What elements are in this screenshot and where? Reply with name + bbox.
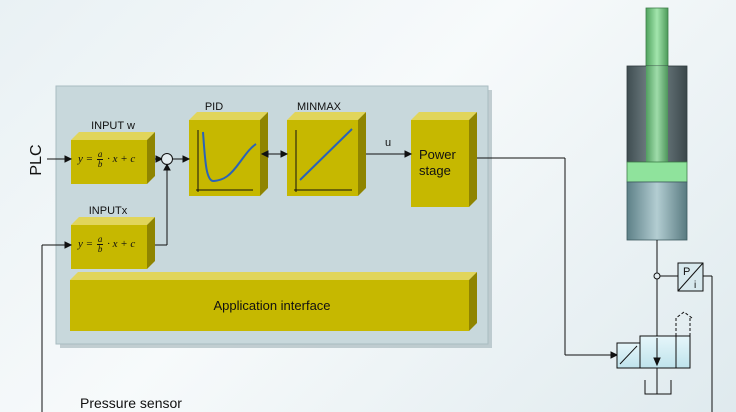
signal-lines <box>41 150 619 412</box>
application-interface-label: Application interface <box>213 298 330 313</box>
input-w-block <box>71 132 155 184</box>
hydraulic-lines <box>653 240 713 412</box>
pid-label: PID <box>205 101 223 113</box>
formula-lhs: y = <box>78 238 94 251</box>
input-w-formula: y = a b · x + c <box>78 150 135 169</box>
formula-lhs: y = <box>78 153 94 166</box>
line-junction <box>653 272 661 280</box>
minmax-block <box>287 112 366 196</box>
formula-fraction: a b <box>96 149 104 169</box>
u-label: u <box>385 137 391 149</box>
pid-response-curve <box>202 131 257 182</box>
transducer-p-label: P <box>683 266 690 278</box>
formula-numerator: a <box>96 234 104 245</box>
minmax-label: MINMAX <box>297 101 342 113</box>
formula-numerator: a <box>96 149 104 160</box>
transducer-i-label: i <box>694 280 696 291</box>
piston-band <box>626 161 688 183</box>
input-x-label: INPUTx <box>89 205 128 217</box>
application-interface-block <box>70 272 477 331</box>
formula-fraction: a b <box>96 234 104 254</box>
summing-junction <box>161 153 173 165</box>
formula-denominator: b <box>97 244 103 254</box>
pressure-transducer <box>677 262 704 292</box>
formula-denominator: b <box>97 159 103 169</box>
proportional-valve <box>616 311 693 395</box>
power-stage-block <box>411 112 477 207</box>
hydraulic-cylinder <box>626 7 688 241</box>
pid-block <box>189 112 268 196</box>
pressure-sensor-label: Pressure sensor <box>80 395 182 411</box>
formula-rhs: · x + c <box>107 153 136 166</box>
formula-rhs: · x + c <box>107 238 136 251</box>
input-w-label: INPUT w <box>91 120 135 132</box>
minmax-ramp-line <box>299 128 353 181</box>
input-x-formula: y = a b · x + c <box>78 235 135 254</box>
power-stage-label-line1: Power <box>419 147 457 162</box>
power-stage-label-line2: stage <box>419 163 451 178</box>
input-x-block <box>71 217 155 269</box>
plc-label: PLC <box>28 144 45 175</box>
